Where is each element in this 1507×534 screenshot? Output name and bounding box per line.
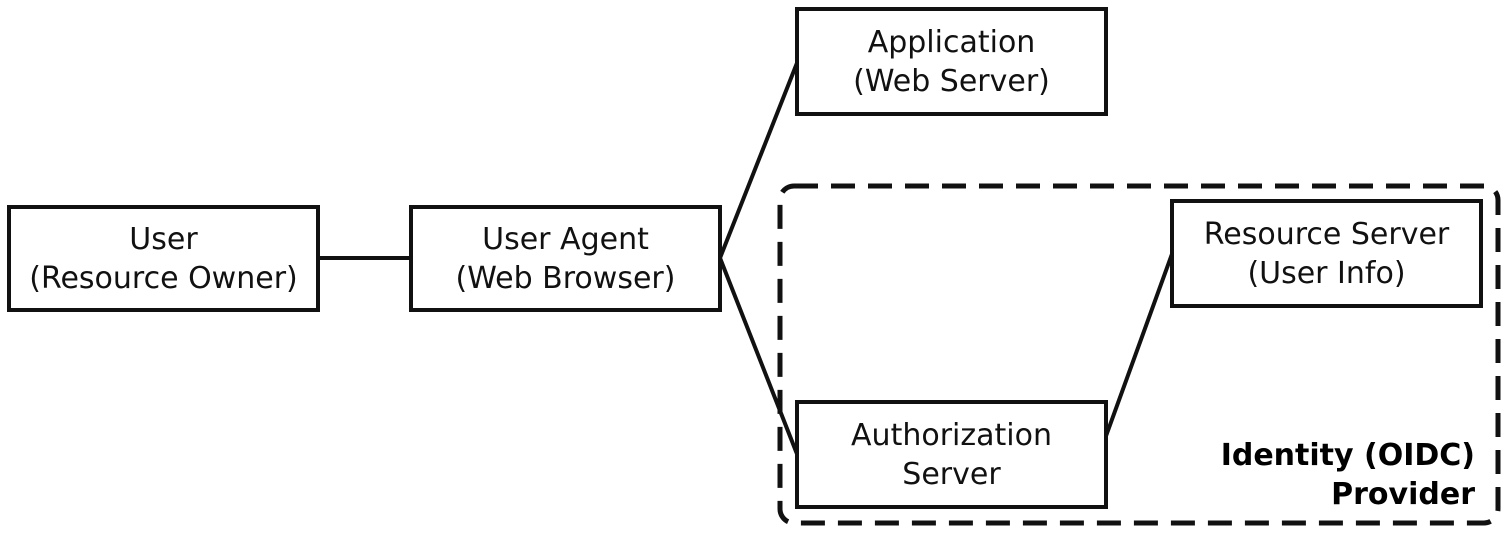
identity-provider-label-line1: Identity (OIDC) bbox=[1220, 438, 1475, 473]
identity-provider-label: Identity (OIDC) Provider bbox=[1175, 436, 1475, 514]
authorization-server-node: Authorization Server bbox=[795, 400, 1108, 509]
edge-authorization-server-to-resource-server bbox=[1104, 253, 1174, 437]
authorization-server-node-subtitle: Server bbox=[902, 456, 1001, 492]
edge-user-agent-to-authorization-server bbox=[718, 257, 799, 455]
resource-server-node-title: Resource Server bbox=[1203, 216, 1450, 252]
application-node: Application (Web Server) bbox=[795, 7, 1108, 116]
authorization-server-node-title: Authorization bbox=[851, 417, 1052, 453]
user-agent-node-subtitle: (Web Browser) bbox=[455, 260, 676, 296]
user-agent-node: User Agent (Web Browser) bbox=[409, 205, 722, 312]
resource-server-node: Resource Server (User Info) bbox=[1170, 199, 1483, 308]
edge-user-agent-to-application bbox=[718, 62, 799, 259]
user-agent-node-title: User Agent bbox=[482, 221, 649, 257]
application-node-title: Application bbox=[867, 24, 1036, 60]
resource-server-node-subtitle: (User Info) bbox=[1247, 255, 1406, 291]
identity-provider-label-line2: Provider bbox=[1331, 477, 1475, 512]
user-node-title: User bbox=[129, 221, 198, 257]
user-node: User (Resource Owner) bbox=[7, 205, 320, 312]
application-node-subtitle: (Web Server) bbox=[853, 63, 1050, 99]
identity-provider-group-border bbox=[777, 183, 1501, 526]
user-node-subtitle: (Resource Owner) bbox=[29, 260, 298, 296]
